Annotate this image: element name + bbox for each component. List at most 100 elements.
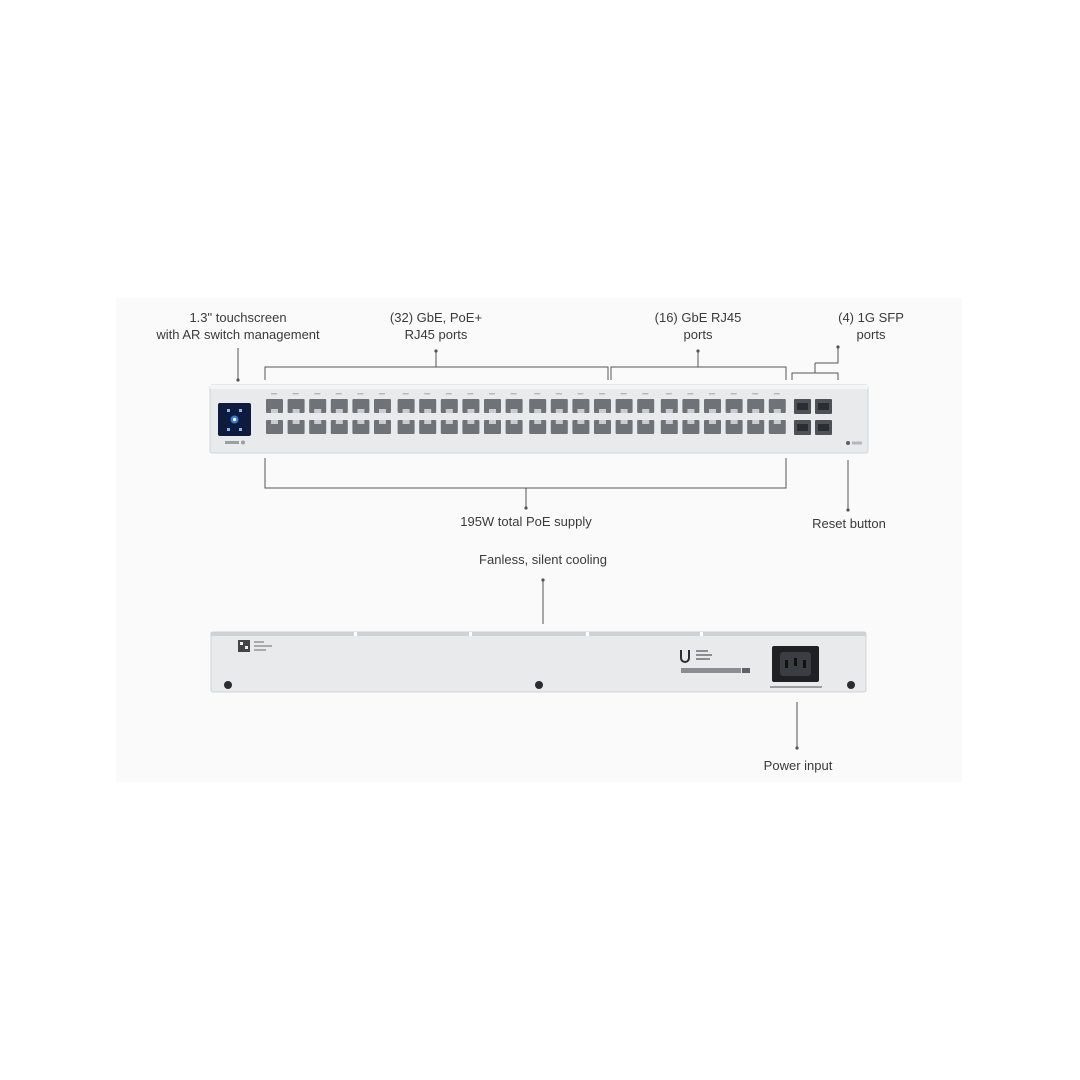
rj45-port-latch — [534, 409, 542, 413]
rj45-port — [440, 399, 458, 413]
rj45-port — [484, 420, 501, 434]
port-label-tick — [424, 393, 431, 395]
rj45-port-latch — [620, 420, 628, 424]
cooling-callout: Fanless, silent cooling — [453, 551, 633, 568]
rj45-port — [529, 420, 547, 434]
rj45-port-latch — [445, 409, 453, 413]
rj45-port — [550, 420, 568, 434]
rj45-port — [266, 420, 283, 434]
rj45-port — [330, 399, 348, 413]
rj45-port-latch — [773, 420, 781, 424]
rj45-port — [440, 420, 458, 434]
rj45-port-latch — [730, 409, 738, 413]
port-label-tick — [773, 393, 780, 395]
rj45-port — [594, 399, 611, 413]
rj45-port — [287, 399, 305, 413]
rj45-port — [594, 420, 611, 434]
rj45-port-latch — [314, 409, 322, 413]
rj45-port — [419, 420, 437, 434]
rj45-port — [660, 420, 678, 434]
rj45-port-latch — [665, 409, 673, 413]
rj45-port — [572, 420, 590, 434]
rj45-port — [768, 399, 786, 413]
rj45-port-latch — [555, 420, 563, 424]
rj45-port-latch — [402, 409, 410, 413]
rj45-port — [660, 399, 678, 413]
port-label-tick — [379, 393, 385, 395]
rj45-port — [352, 420, 370, 434]
rj45-port — [462, 399, 480, 413]
rj45-port — [704, 399, 721, 413]
port-label-tick — [577, 393, 584, 395]
rj45-port-latch — [620, 409, 628, 413]
port-label-tick — [292, 393, 299, 395]
rj45-port — [637, 399, 655, 413]
rj45-port — [266, 399, 283, 413]
rj45-port-latch — [379, 409, 386, 413]
rj45-port-latch — [510, 409, 518, 413]
touchscreen-callout: 1.3" touchscreen with AR switch manageme… — [148, 309, 328, 343]
rj45-port-latch — [379, 420, 386, 424]
rj45-port — [572, 399, 590, 413]
back-panel — [210, 631, 867, 693]
rj45-port-latch — [555, 409, 563, 413]
rj45-port-latch — [577, 409, 585, 413]
port-label-tick — [620, 393, 627, 395]
rj45-port-latch — [292, 409, 300, 413]
rj45-port-latch — [424, 420, 432, 424]
rj45-port — [287, 420, 305, 434]
rj45-port — [484, 399, 501, 413]
rj45-port — [615, 420, 633, 434]
gbe-ports-callout-line1: (16) GbE RJ45 — [654, 310, 742, 325]
diagram-background — [116, 298, 962, 782]
rj45-port — [309, 420, 327, 434]
port-label-tick — [314, 393, 321, 395]
rj45-port — [374, 420, 391, 434]
port-label-tick — [687, 393, 694, 395]
poe-ports-callout-line1: (32) GbE, PoE+ — [389, 310, 483, 325]
rj45-port-latch — [687, 409, 695, 413]
rj45-port-latch — [271, 409, 278, 413]
regulatory-marks — [680, 650, 750, 673]
rj45-port — [419, 399, 437, 413]
rj45-port — [725, 399, 743, 413]
rj45-port-latch — [489, 420, 496, 424]
front-panel — [209, 384, 869, 454]
port-label-tick — [271, 393, 277, 395]
port-label-tick — [335, 393, 342, 395]
port-label-tick — [752, 393, 759, 395]
sfp-ports — [794, 399, 832, 435]
rj45-port — [747, 420, 765, 434]
rj45-port-latch — [642, 420, 650, 424]
port-label-tick — [402, 393, 409, 395]
poe-supply-callout: 195W total PoE supply — [426, 513, 626, 530]
rj45-port-latch — [271, 420, 278, 424]
port-label-tick — [467, 393, 474, 395]
sfp-port-cage — [818, 403, 829, 410]
rj45-port-latch — [402, 420, 410, 424]
port-label-tick — [489, 393, 495, 395]
rj45-port-latch — [534, 420, 542, 424]
port-label-tick — [357, 393, 364, 395]
rj45-port-latch — [577, 420, 585, 424]
port-label-tick — [599, 393, 605, 395]
rj45-port-latch — [642, 409, 650, 413]
port-label-tick — [730, 393, 737, 395]
port-label-tick — [665, 393, 672, 395]
rj45-port — [637, 420, 655, 434]
power-input-callout: Power input — [747, 757, 849, 774]
rj45-port-latch — [599, 420, 606, 424]
rj45-port-latch — [687, 420, 695, 424]
rj45-port-latch — [709, 409, 716, 413]
rj45-port — [505, 420, 523, 434]
rj45-port — [462, 420, 480, 434]
port-label-tick — [510, 393, 517, 395]
rj45-port — [704, 420, 721, 434]
rj45-port-latch — [445, 420, 453, 424]
sfp-port-cage — [797, 424, 808, 431]
rj45-port-latch — [665, 420, 673, 424]
rj45-port-latch — [510, 420, 518, 424]
touchscreen-callout-line1: 1.3" touchscreen — [189, 310, 287, 325]
touchscreen — [218, 403, 251, 445]
